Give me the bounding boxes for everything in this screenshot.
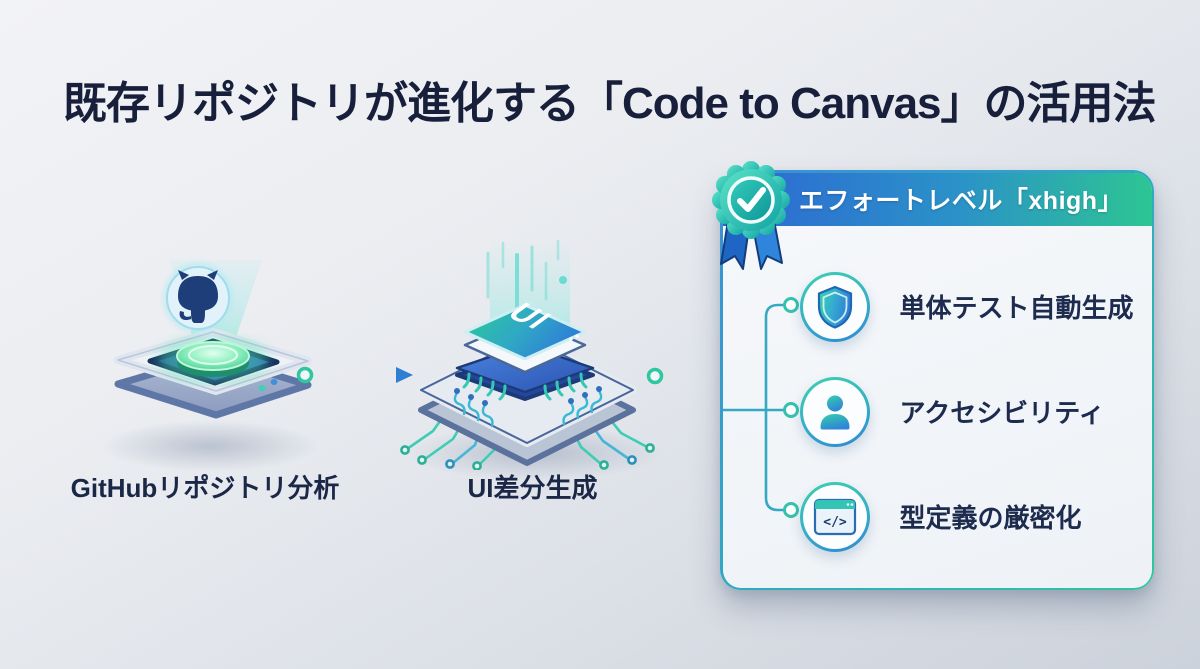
step-label-chip: UI差分生成 — [467, 473, 598, 503]
panel-item-label: 型定義の厳密化 — [899, 503, 1082, 533]
code-window-icon: </> — [813, 498, 856, 535]
user-icon — [820, 395, 849, 429]
curly-pins — [453, 386, 603, 428]
check-mark — [736, 186, 766, 212]
rosette — [711, 160, 790, 239]
panel-item-unit-tests: 単体テスト自動生成 — [799, 269, 1140, 345]
effort-panel: エフォートレベル「xhigh」 — [711, 160, 1154, 590]
panel-item-accessibility: アクセシビリティ — [799, 374, 1140, 450]
arrow-right-icon — [296, 366, 413, 384]
node-line-connector — [646, 367, 725, 385]
panel-item-type-safety: </> 型定義の厳密化 — [799, 479, 1140, 555]
branch-node-icon — [782, 501, 799, 518]
panel-header: エフォートレベル「xhigh」 — [722, 172, 1152, 226]
branch-connector — [722, 296, 799, 518]
panel-item-label: アクセシビリティ — [899, 398, 1105, 428]
panel-header-text: エフォートレベル「xhigh」 — [798, 187, 1124, 215]
branch-node-icon — [782, 401, 799, 418]
github-octocat-hologram-icon — [114, 260, 312, 419]
branch-node-icon — [782, 296, 799, 313]
step-label-github: GitHubリポジトリ分析 — [70, 473, 340, 503]
rosette-check-icon — [711, 160, 790, 270]
github-platform-shadow — [100, 420, 320, 472]
page-title: 既存リポジトリが進化する「Code to Canvas」の活用法 — [63, 79, 1157, 129]
github-octocat-silhouette — [178, 270, 218, 323]
chip-top-face — [463, 303, 587, 361]
edge-dot-teal — [258, 385, 266, 391]
svg-text:</>: </> — [823, 515, 847, 530]
shield-icon — [817, 285, 852, 329]
ui-chip-icon: UI — [400, 239, 655, 470]
panel-item-label: 単体テスト自動生成 — [899, 293, 1134, 323]
chip-pins — [462, 372, 588, 401]
edge-dot-blue — [270, 379, 278, 385]
